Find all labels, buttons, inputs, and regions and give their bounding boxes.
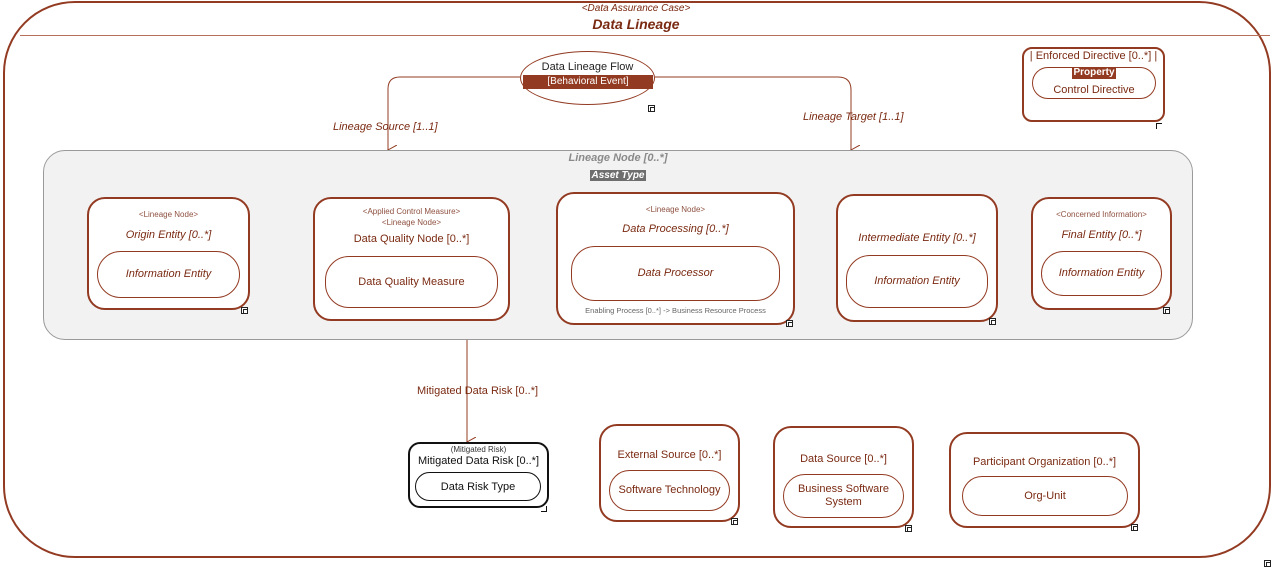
data-risk-type-pill[interactable]: Data Risk Type (415, 472, 541, 501)
directive-title: | Enforced Directive [0..*] | (1029, 50, 1158, 62)
case-title[interactable]: Data Lineage (592, 16, 680, 32)
software-technology-pill[interactable]: Software Technology (609, 470, 730, 511)
link-corner-icon[interactable] (541, 506, 547, 512)
mitigated-risk-label: Mitigated Data Risk [0..*] (417, 385, 539, 397)
data-source-title: Data Source [0..*] (800, 453, 887, 465)
data-quality-pill[interactable]: Data Quality Measure (325, 256, 498, 308)
event-title: Data Lineage Flow (541, 61, 634, 73)
origin-entity-pill[interactable]: Information Entity (97, 251, 240, 298)
group-badge-wrap: Asset Type (443, 165, 793, 183)
lineage-source-label: Lineage Source [1..1] (333, 121, 438, 133)
expand-icon[interactable] (1131, 524, 1138, 531)
intermediate-entity-title: Intermediate Entity [0..*] (858, 232, 976, 244)
data-processing-stereotype: <Lineage Node> (645, 205, 706, 214)
expand-icon[interactable] (905, 525, 912, 532)
origin-entity-stereotype: <Lineage Node> (138, 210, 199, 219)
control-directive-label: Control Directive (1053, 84, 1135, 96)
final-entity-pill[interactable]: Information Entity (1041, 251, 1162, 296)
expand-icon[interactable] (989, 318, 996, 325)
lineage-target-label: Lineage Target [1..1] (803, 111, 904, 123)
expand-icon[interactable] (648, 105, 655, 112)
origin-entity-title: Origin Entity [0..*] (125, 229, 212, 241)
data-processor-pill[interactable]: Data Processor (571, 246, 780, 301)
expand-icon[interactable] (1163, 307, 1170, 314)
org-unit-pill[interactable]: Org-Unit (962, 476, 1128, 516)
lineage-source-link (388, 76, 520, 150)
external-source-title: External Source [0..*] (617, 449, 722, 461)
link-corner-icon[interactable] (1156, 123, 1162, 129)
participant-organization-title: Participant Organization [0..*] (972, 456, 1117, 468)
event-badge: [Behavioral Event] (523, 75, 653, 89)
asset-type-badge: Asset Type (589, 170, 647, 181)
data-quality-title: Data Quality Node [0..*] (353, 233, 470, 245)
property-badge: Property (1072, 67, 1116, 79)
expand-icon[interactable] (731, 518, 738, 525)
data-quality-stereotype-2: <Lineage Node> (381, 218, 442, 227)
intermediate-entity-pill[interactable]: Information Entity (846, 255, 988, 308)
case-frame (3, 1, 1271, 558)
enabling-process-note: Enabling Process [0..*] -> Business Reso… (585, 306, 766, 315)
data-quality-stereotype: <Applied Control Measure> (362, 207, 461, 216)
mitigated-risk-stereotype: (Mitigated Risk) (450, 445, 507, 454)
case-stereotype: <Data Assurance Case> (581, 3, 691, 14)
expand-icon[interactable] (786, 320, 793, 327)
group-title: Lineage Node [0..*] (568, 152, 668, 164)
business-software-pill[interactable]: Business Software System (783, 474, 904, 518)
final-entity-title: Final Entity [0..*] (1061, 229, 1142, 241)
data-processing-title: Data Processing [0..*] (622, 223, 729, 235)
expand-icon[interactable] (1264, 560, 1271, 567)
frame-divider (20, 35, 1270, 36)
expand-icon[interactable] (241, 307, 248, 314)
final-entity-stereotype: <Concerned Information> (1056, 210, 1147, 219)
lineage-target-link (655, 76, 851, 150)
mitigated-risk-title: Mitigated Data Risk [0..*] (417, 455, 540, 467)
